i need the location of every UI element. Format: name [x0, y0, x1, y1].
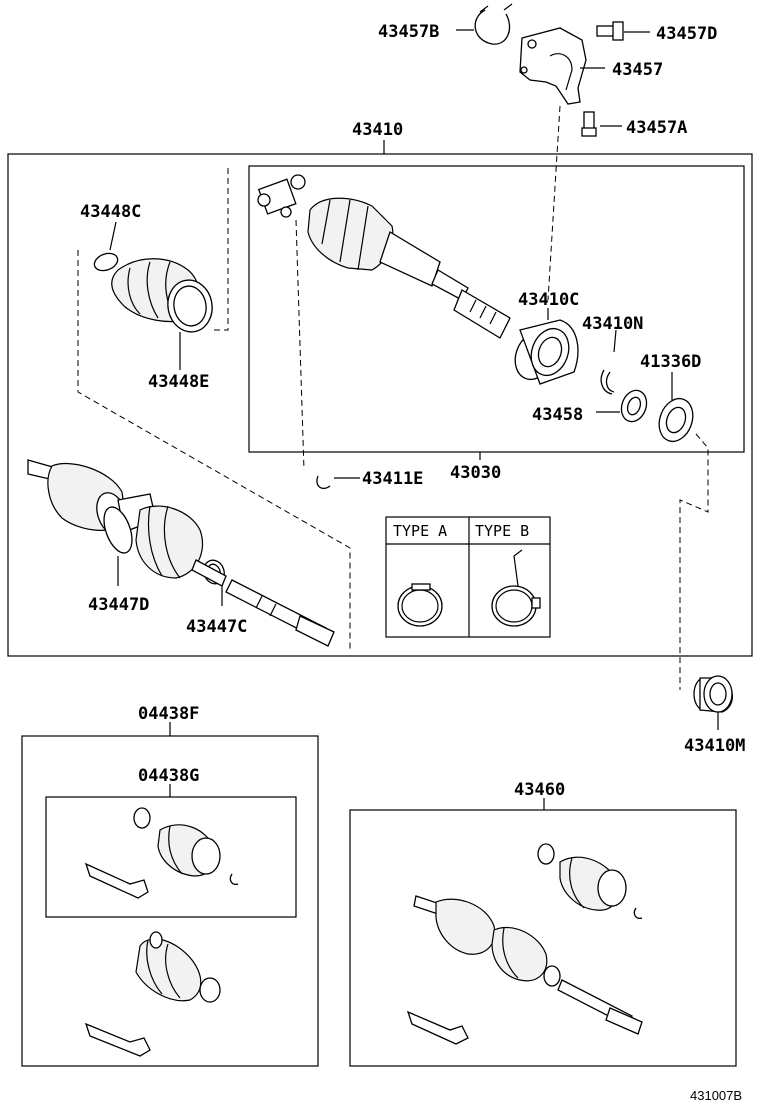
assembly-frame-43410	[7, 153, 753, 657]
label-43460: 43460	[514, 780, 565, 800]
bearing-43410C[interactable]	[509, 319, 579, 385]
kit-04438F-contents[interactable]	[84, 931, 221, 1057]
kit-frame-04438G	[45, 796, 297, 918]
boot-43448E[interactable]	[111, 258, 216, 336]
label-43410C: 43410C	[518, 290, 579, 310]
label-43458: 43458	[532, 405, 583, 425]
legend-type-a: TYPE A	[393, 522, 447, 540]
subassembly-frame-43030	[248, 165, 745, 453]
bracket-43457[interactable]	[519, 27, 587, 105]
legend-type-b: TYPE B	[475, 522, 529, 540]
outboard-shaft[interactable]	[191, 559, 335, 647]
label-43447C: 43447C	[186, 617, 247, 637]
label-43457B: 43457B	[378, 22, 439, 42]
outboard-joint[interactable]	[27, 459, 157, 539]
clamp-type-a-icon	[397, 583, 443, 627]
label-43410M: 43410M	[684, 736, 745, 756]
label-43448C: 43448C	[80, 202, 141, 222]
bearing-43410M[interactable]	[693, 675, 733, 713]
inboard-joint-housing[interactable]	[307, 197, 511, 339]
tripod-joint[interactable]	[257, 174, 306, 218]
clip-43411E[interactable]	[316, 475, 331, 490]
clip-43457B[interactable]	[474, 3, 513, 45]
seal-41336D[interactable]	[653, 394, 698, 446]
label-43411E: 43411E	[362, 469, 423, 489]
clamp-43448C[interactable]	[92, 250, 120, 273]
bolt-43457D[interactable]	[596, 21, 624, 41]
boot-43447D[interactable]	[99, 503, 204, 579]
label-43457: 43457	[612, 60, 663, 80]
bolt-43457A[interactable]	[581, 111, 597, 137]
label-43457D: 43457D	[656, 24, 717, 44]
kit-04438G-contents[interactable]	[84, 807, 239, 899]
label-43457A: 43457A	[626, 118, 687, 138]
label-43030: 43030	[450, 463, 501, 483]
snap-ring-43410N[interactable]	[600, 369, 615, 395]
diagram-code: 431007B	[690, 1088, 742, 1103]
label-04438F: 04438F	[138, 704, 199, 724]
seal-43458[interactable]	[617, 387, 650, 425]
kit-frame-04438F	[21, 735, 319, 1067]
label-43410: 43410	[352, 120, 403, 140]
kit-43460-contents[interactable]	[406, 843, 643, 1045]
clamp-type-b-icon	[491, 549, 541, 627]
label-04438G: 04438G	[138, 766, 199, 786]
kit-frame-43460	[349, 809, 737, 1067]
label-43448E: 43448E	[148, 372, 209, 392]
label-43410N: 43410N	[582, 314, 643, 334]
label-41336D: 41336D	[640, 352, 701, 372]
label-43447D: 43447D	[88, 595, 149, 615]
type-legend	[385, 516, 551, 638]
